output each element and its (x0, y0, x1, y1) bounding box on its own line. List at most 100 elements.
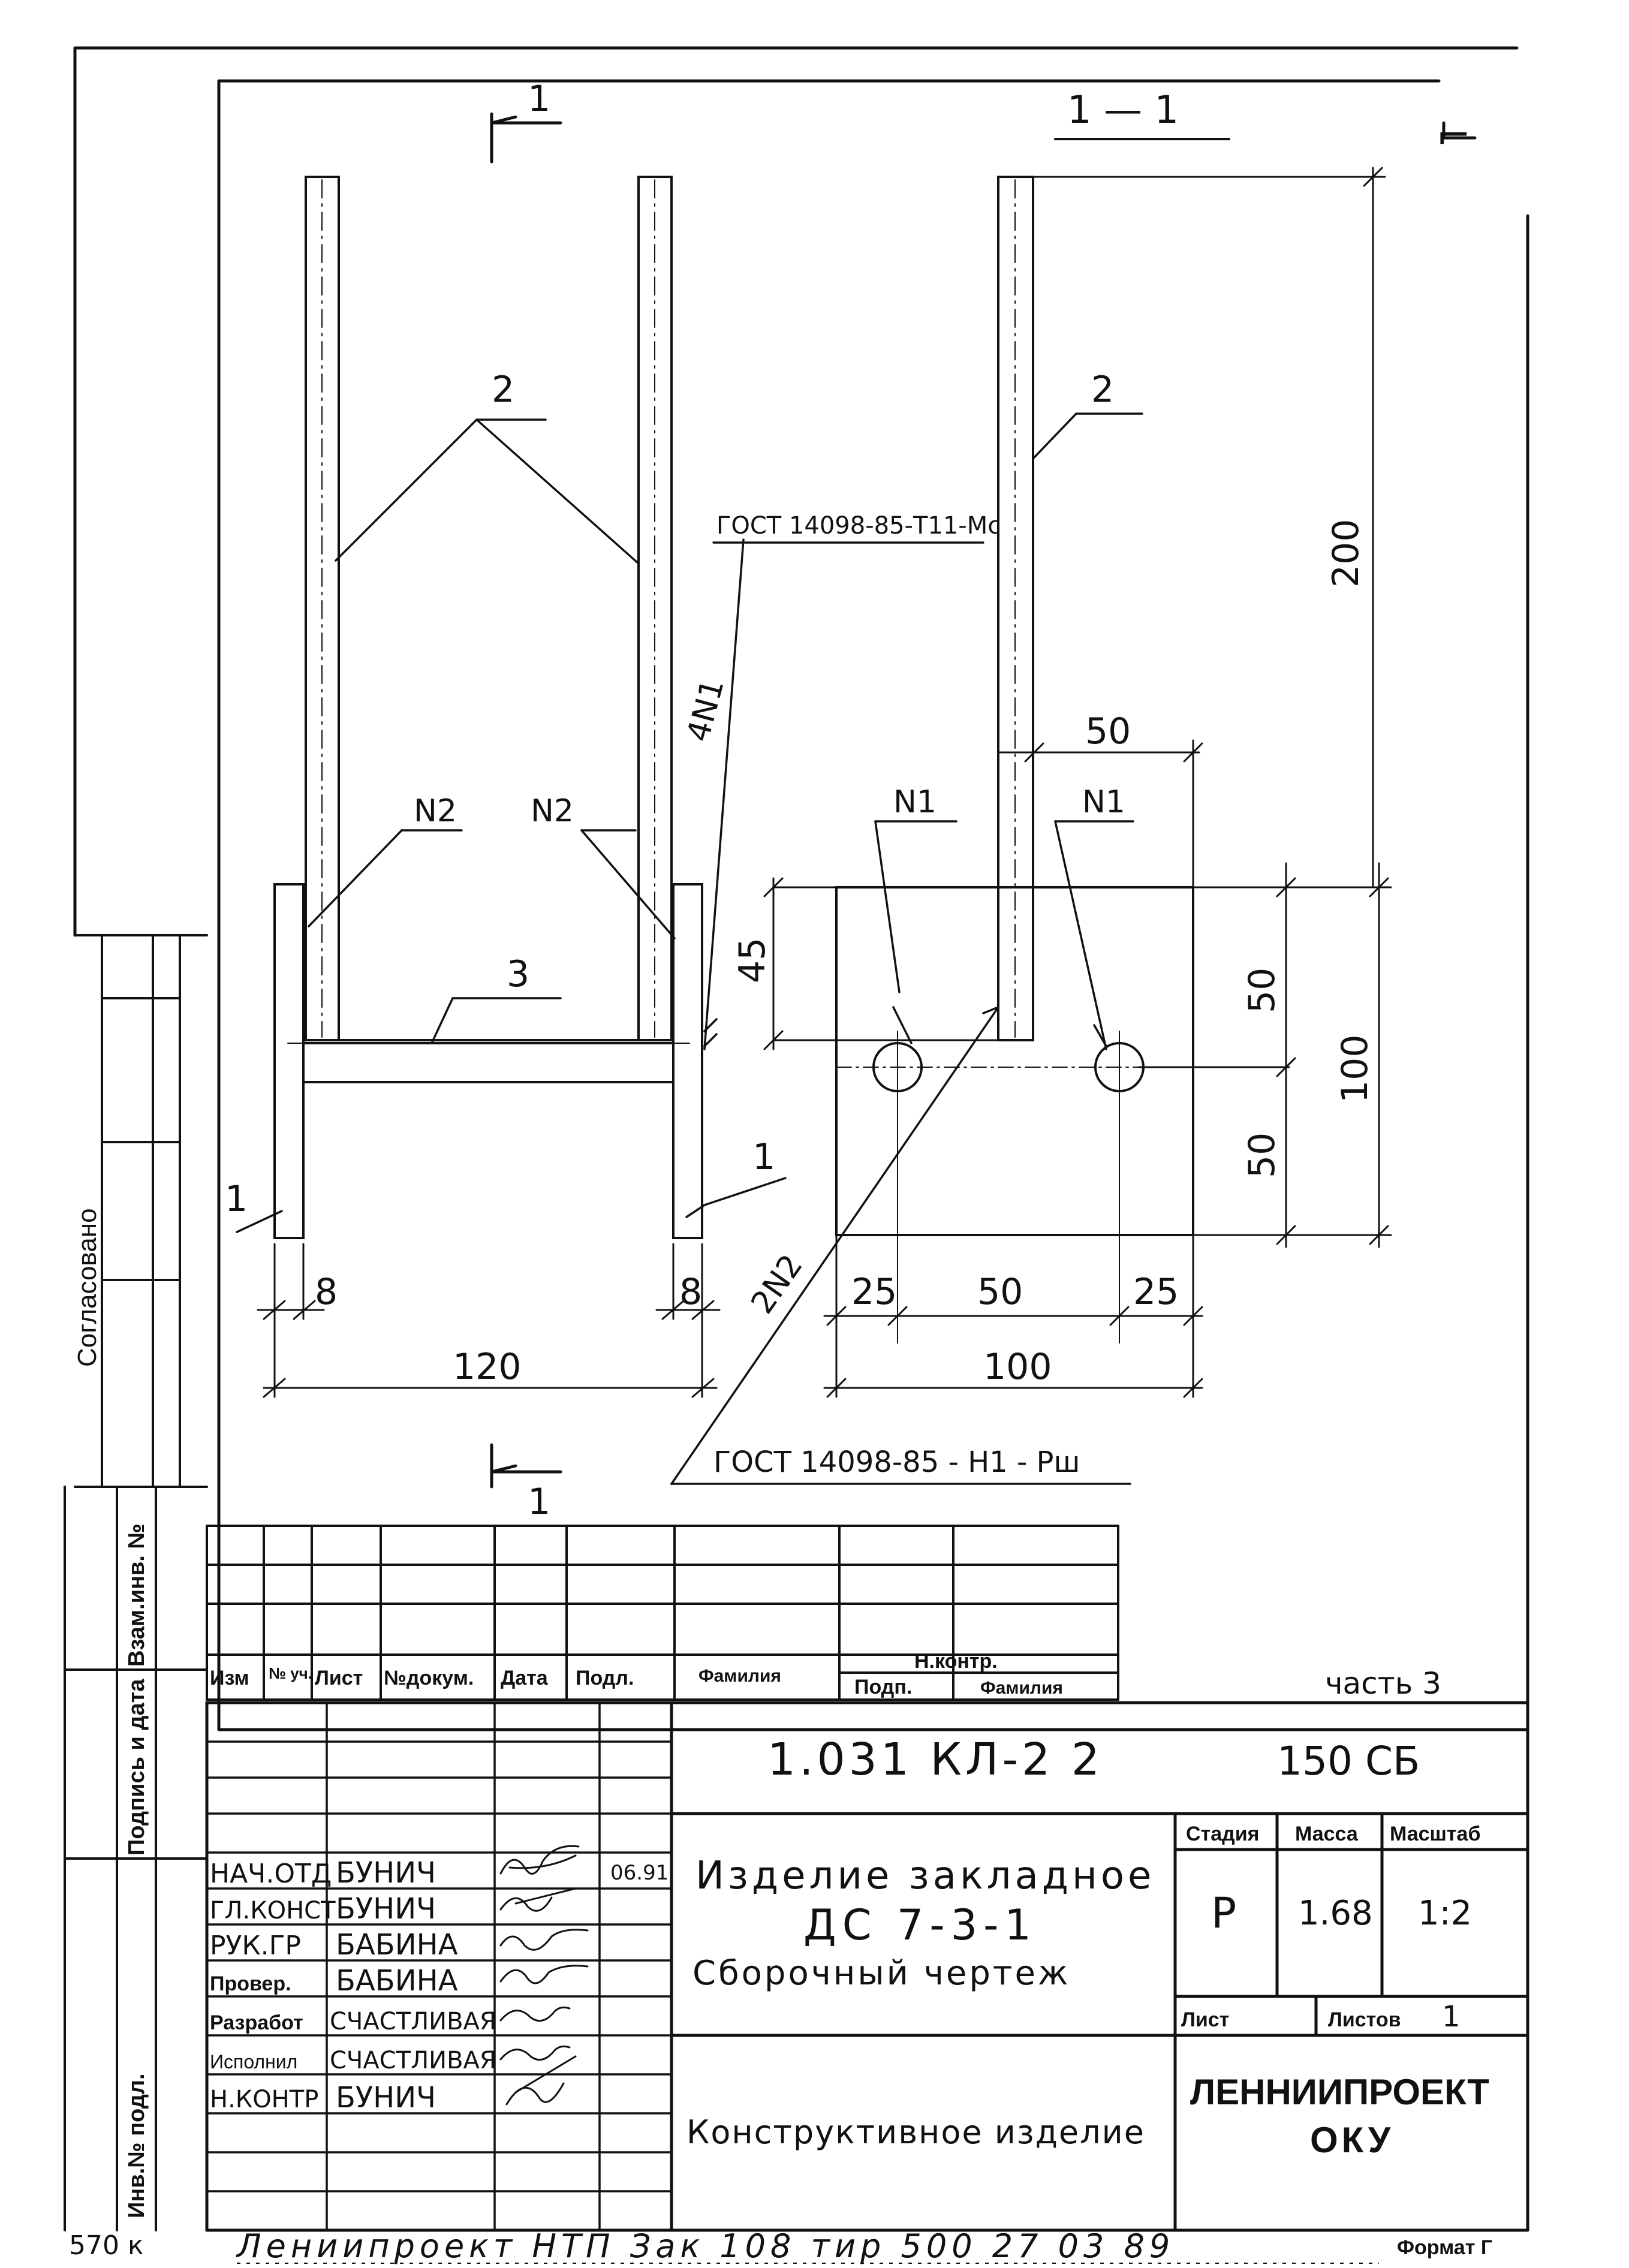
sign-date-label: Подпись и дата (124, 1679, 149, 1856)
staff-name: СЧАСТЛИВАЯ (330, 2008, 496, 2035)
staff-role: ГЛ.КОНСТ (210, 1897, 336, 1924)
weld-n1-left: N1 (893, 784, 937, 820)
section-view (835, 138, 1230, 1344)
staff-role: Исполнил (210, 2051, 297, 2073)
title-block-text: часть 3 1.031 КЛ-2 2 150 СБ Изделие закл… (610, 1666, 1472, 2151)
section-dimensions (763, 167, 1392, 1398)
side-stamp-labels: Согласовано Взам.инв. № Подпись и дата И… (73, 1208, 149, 2218)
format-label: Формат Г (1397, 2236, 1492, 2259)
dim-50-mid: 50 (977, 1271, 1023, 1313)
front-view (273, 176, 703, 1239)
staff-name: СЧАСТЛИВАЯ (330, 2047, 496, 2074)
item-name-line2: ДС 7-3-1 (803, 1900, 1037, 1950)
staff-role: Провер. (210, 1972, 291, 1995)
staff-name: БУНИЧ (336, 2081, 436, 2115)
item-name-line1: Изделие закладное (695, 1854, 1155, 1898)
signatures (499, 1845, 589, 2106)
dim-200: 200 (1325, 519, 1367, 588)
dim-120: 120 (453, 1346, 522, 1388)
part-2-left-label: 2 (492, 369, 514, 411)
weld-note-hole: ГОСТ 14098-85 - Н1 - Рш (713, 1445, 1080, 1479)
weld-n1-right: N1 (1082, 784, 1125, 820)
sheets-header: Листов (1328, 2008, 1401, 2031)
organization-line2: ОКУ (1310, 2120, 1394, 2160)
dim-25-left: 25 (851, 1271, 897, 1313)
sheet-header: Лист (1181, 2008, 1229, 2031)
front-dimensions (257, 1243, 721, 1398)
rev-header-doc: №докум. (384, 1667, 474, 1689)
weld-note-tee: ГОСТ 14098-85-Т11-Мс (716, 512, 1001, 540)
front-leaders (236, 418, 984, 1233)
mass-header: Масса (1295, 1823, 1359, 1845)
corner-mark: ⌐ (1436, 111, 1471, 160)
order-number: 570 к (69, 2230, 144, 2261)
weld-count-2n2: 2N2 (744, 1248, 809, 1320)
sheet-frame (73, 46, 1529, 1731)
approval-date: 06.91 (610, 1861, 669, 1885)
revision-table-grid (206, 1525, 1119, 1701)
stage-header: Стадия (1186, 1823, 1259, 1845)
weld-n2-left: N2 (414, 793, 457, 829)
staff-role: Н.КОНТР (210, 2086, 318, 2113)
rev-header-sign: Подл. (576, 1667, 634, 1689)
document-type: Конструктивное изделие (686, 2113, 1145, 2151)
mass-value: 1.68 (1298, 1894, 1373, 1933)
agreed-label: Согласовано (73, 1208, 102, 1367)
section-cut-marks (490, 112, 562, 1489)
section-title: 1 — 1 (1067, 88, 1179, 132)
dim-25-right: 25 (1133, 1271, 1179, 1313)
rev-header-list: Лист (315, 1667, 363, 1689)
dim-50-right-upper: 50 (1241, 968, 1283, 1013)
rev-header-uch: № уч. (269, 1664, 312, 1682)
sheets-value: 1 (1442, 2000, 1461, 2034)
print-note: Лениипроект НТП Зак 108 тир 500 27 03 89 (236, 2227, 1175, 2265)
revision-table-headers: Изм № уч. Лист №докум. Дата Подл. Фамили… (210, 1650, 1063, 1698)
dim-50-right-lower: 50 (1241, 1133, 1283, 1178)
staff-name: БУНИЧ (336, 1856, 436, 1890)
footer: 570 к Лениипроект НТП Зак 108 тир 500 27… (69, 2227, 1492, 2265)
title-block-staff-grid (206, 1701, 673, 2231)
dim-8-left: 8 (315, 1271, 338, 1313)
staff-name: БАБИНА (336, 1964, 458, 1998)
staff-role: Разработ (210, 2011, 303, 2034)
inv-orig-label: Инв.№ подл. (124, 2073, 149, 2218)
section-leaders (670, 412, 1143, 1485)
rev-header-nkontr-surname: Фамилия (980, 1678, 1063, 1698)
weld-n2-right: N2 (531, 793, 574, 829)
dim-8-right: 8 (679, 1271, 702, 1313)
rev-header-nkontr-sign: Подп. (854, 1676, 912, 1698)
organization-line1: ЛЕННИИПРОЕКТ (1190, 2072, 1489, 2112)
part-1-right-label: 1 (752, 1136, 775, 1178)
rev-header-nkontr: Н.контр. (914, 1650, 998, 1673)
rev-header-surname: Фамилия (698, 1666, 781, 1686)
title-block-grid (205, 1701, 1529, 2232)
stage-value: Р (1211, 1889, 1236, 1938)
dim-100-vertical: 100 (1334, 1034, 1376, 1103)
designation: 1.031 КЛ-2 2 (767, 1734, 1103, 1785)
inv-replace-label: Взам.инв. № (124, 1523, 149, 1667)
section-mark-bottom: 1 (528, 1481, 550, 1523)
staff-role: НАЧ.ОТД (210, 1859, 332, 1889)
sheet-code: 150 СБ (1277, 1738, 1420, 1784)
drawing-labels: 1 1 1 — 1 2 2 1 1 3 N2 N2 N1 N1 ГОСТ 140… (225, 78, 1376, 1523)
scale-value: 1:2 (1418, 1894, 1472, 1933)
staff-name: БУНИЧ (336, 1892, 436, 1926)
part-3-label: 3 (507, 953, 529, 995)
dim-45: 45 (731, 938, 773, 983)
rev-header-date: Дата (501, 1667, 549, 1689)
side-stamp-grid (64, 934, 208, 2231)
part-1-left-label: 1 (225, 1178, 248, 1220)
part-2-right-label: 2 (1091, 369, 1114, 411)
section-mark-top: 1 (528, 78, 550, 120)
staff-list: НАЧ.ОТД БУНИЧ ГЛ.КОНСТ БУНИЧ РУК.ГР БАБИ… (210, 1856, 496, 2115)
dim-100-horizontal: 100 (983, 1346, 1052, 1388)
item-name-line3: Сборочный чертеж (692, 1954, 1070, 1993)
staff-name: БАБИНА (336, 1928, 458, 1962)
dim-50-top: 50 (1085, 710, 1131, 752)
scale-header: Масштаб (1390, 1823, 1480, 1845)
rev-header-izm: Изм (210, 1667, 249, 1689)
part-number-label: часть 3 (1325, 1666, 1441, 1701)
weld-count-4n1: 4N1 (680, 675, 731, 745)
title-block-headers: Стадия Масса Масштаб Лист Листов ЛЕННИИП… (1181, 1823, 1489, 2160)
